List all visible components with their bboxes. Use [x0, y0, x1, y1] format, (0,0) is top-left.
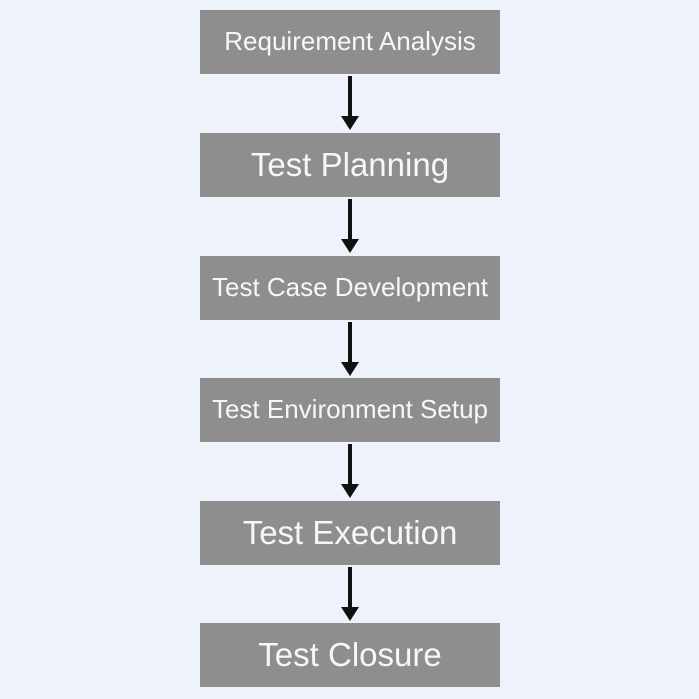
step-label: Requirement Analysis — [224, 26, 476, 57]
down-arrow-icon — [341, 76, 359, 130]
down-arrow-icon — [341, 322, 359, 376]
down-arrow-icon — [341, 567, 359, 621]
step-label: Test Case Development — [211, 272, 489, 303]
step-test-planning: Test Planning — [200, 133, 500, 197]
down-arrow-icon — [341, 444, 359, 498]
step-requirement-analysis: Requirement Analysis — [200, 10, 500, 74]
step-label: Test Environment Setup — [211, 394, 489, 425]
step-test-closure: Test Closure — [200, 623, 500, 687]
step-label: Test Execution — [242, 513, 458, 551]
step-test-case-development: Test Case Development — [200, 256, 500, 320]
step-label: Test Planning — [250, 145, 450, 183]
step-test-execution: Test Execution — [200, 501, 500, 565]
down-arrow-icon — [341, 199, 359, 253]
step-label: Test Closure — [258, 635, 442, 673]
step-test-environment-setup: Test Environment Setup — [200, 378, 500, 442]
